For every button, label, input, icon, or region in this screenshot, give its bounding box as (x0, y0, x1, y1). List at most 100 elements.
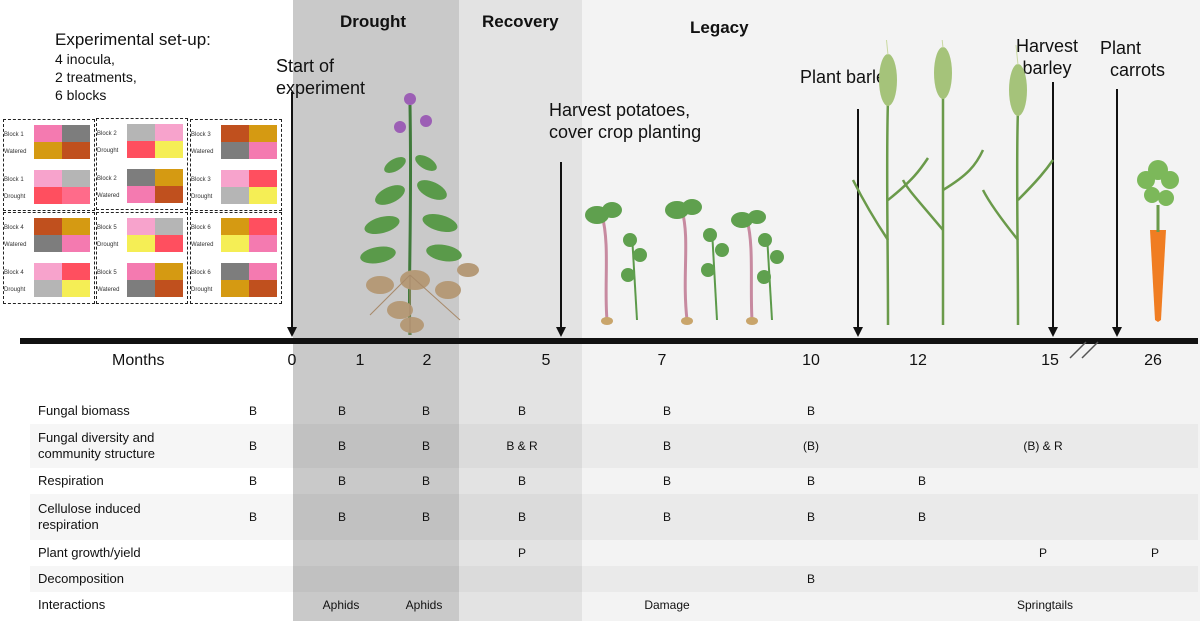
inoculum-plot (127, 235, 155, 252)
axis-tick-month: 1 (355, 352, 365, 369)
inoculum-plot (155, 169, 183, 186)
inoculum-plot (249, 125, 277, 142)
measurement-cell: B (517, 474, 527, 488)
measurement-cell: B (337, 404, 347, 418)
block-label: Block 3 (191, 132, 211, 138)
setup-line-blocks: 6 blocks (55, 87, 107, 103)
recovery-title: Recovery (482, 12, 559, 31)
measurement-cell: Aphids (405, 598, 443, 612)
plant-barley-arrow-head (853, 327, 863, 337)
axis-tick-month: 7 (657, 352, 667, 369)
inoculum-plot (127, 141, 155, 158)
inoculum-plot (221, 170, 249, 187)
plant-barley-label: Plant barley (800, 67, 896, 87)
inoculum-plot (127, 169, 155, 186)
setup-line-treatments: 2 treatments, (55, 69, 137, 85)
measurement-cell: P (517, 546, 527, 560)
axis-tick-month: 0 (287, 352, 297, 369)
measurement-cell: B (421, 510, 431, 524)
drought-title: Drought (340, 12, 407, 31)
start-arrow-head (287, 327, 297, 337)
block-label: Block 1 (4, 132, 24, 138)
measurement-label: Interactions (38, 597, 106, 612)
measurement-cell: B & R (506, 439, 538, 453)
axis-tick-month: 2 (422, 352, 432, 369)
measurement-cell: B (917, 474, 927, 488)
measurement-cell: B (662, 404, 672, 418)
block-label: Block 4 (4, 225, 24, 231)
harvest-barley-arrow-head (1048, 327, 1058, 337)
inoculum-plot (34, 280, 62, 297)
plant-carrots-arrow-head (1112, 327, 1122, 337)
treatment-label: Watered (97, 287, 120, 293)
inoculum-plot (34, 170, 62, 187)
measurement-cell: B (806, 404, 816, 418)
axis-tick-month: 10 (802, 352, 820, 369)
plant-barley-arrow-line (857, 109, 859, 328)
inoculum-plot (127, 263, 155, 280)
inoculum-plot (127, 280, 155, 297)
barley-plants-illustration (851, 40, 1055, 326)
measurement-cell: B (662, 439, 672, 453)
inoculum-plot (155, 124, 183, 141)
inoculum-plot (221, 263, 249, 280)
inoculum-plot (155, 218, 183, 235)
block-label: Block 4 (4, 270, 24, 276)
measurement-cell: B (248, 510, 258, 524)
block-label: Block 5 (97, 225, 117, 231)
plant-carrots-arrow-line (1116, 89, 1118, 328)
axis-tick-month: 26 (1144, 352, 1162, 369)
potato-plant-illustration (360, 93, 479, 336)
measurement-cell: B (517, 510, 527, 524)
legacy-title: Legacy (690, 18, 749, 37)
start-arrow-line (291, 92, 293, 328)
measurement-cell: P (1038, 546, 1048, 560)
inoculum-plot (34, 218, 62, 235)
inoculum-plot (34, 263, 62, 280)
treatment-label: Drought (4, 287, 26, 293)
inoculum-plot (62, 263, 90, 280)
block-label: Block 6 (191, 270, 211, 276)
harvest-potatoes-arrow-head (556, 327, 566, 337)
treatment-label: Watered (97, 193, 120, 199)
measurement-cell: Springtails (1016, 598, 1074, 612)
setup-title: Experimental set-up: (55, 30, 211, 49)
measurement-cell: B (517, 404, 527, 418)
inoculum-plot (221, 218, 249, 235)
inoculum-plot (62, 218, 90, 235)
inoculum-plot (127, 124, 155, 141)
axis-label-months: Months (112, 352, 165, 369)
inoculum-plot (155, 263, 183, 280)
measurement-label: Fungal biomass (38, 403, 130, 418)
time-axis (20, 338, 1198, 344)
inoculum-plot (127, 218, 155, 235)
measurement-cell: (B) (803, 439, 819, 453)
harvest-potatoes-label: Harvest potatoes,cover crop planting (549, 100, 702, 142)
inoculum-plot (62, 280, 90, 297)
inoculum-plot (249, 142, 277, 159)
inoculum-plot (34, 125, 62, 142)
harvest-barley-arrow-line (1052, 82, 1054, 328)
